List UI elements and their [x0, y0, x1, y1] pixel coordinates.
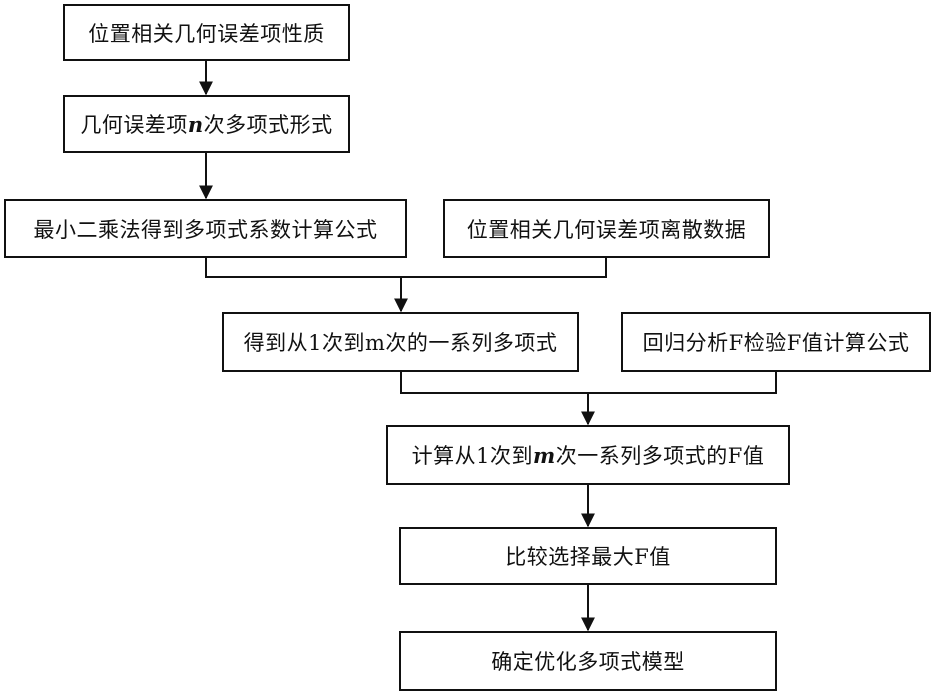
node-n2-label-var: n	[188, 112, 204, 137]
node-n2-label-post: 次多项式形式	[204, 113, 333, 137]
node-n7-label: 计算从1次到m次一系列多项式的F值	[412, 440, 765, 470]
edge-n5-n6-merge	[401, 371, 776, 393]
node-n8-label: 比较选择最大F值	[505, 541, 671, 571]
node-n6-label: 回归分析F检验F值计算公式	[643, 327, 910, 357]
node-n2-label-pre: 几何误差项	[80, 113, 188, 137]
node-n9: 确定优化多项式模型	[399, 631, 777, 691]
node-n7-label-var: m	[533, 443, 556, 468]
node-n6: 回归分析F检验F值计算公式	[621, 312, 931, 372]
edge-n3-n4-merge	[206, 257, 606, 277]
node-n4-label: 位置相关几何误差项离散数据	[467, 214, 747, 244]
node-n9-label: 确定优化多项式模型	[491, 646, 685, 676]
node-n2-label: 几何误差项n次多项式形式	[80, 109, 332, 139]
node-n4: 位置相关几何误差项离散数据	[443, 199, 770, 258]
node-n8: 比较选择最大F值	[399, 527, 777, 585]
node-n3: 最小二乘法得到多项式系数计算公式	[4, 199, 407, 258]
node-n3-label: 最小二乘法得到多项式系数计算公式	[34, 214, 378, 244]
node-n7-label-pre: 计算从1次到	[412, 444, 533, 468]
node-n2: 几何误差项n次多项式形式	[63, 95, 350, 153]
node-n7: 计算从1次到m次一系列多项式的F值	[386, 425, 790, 485]
node-n5-label: 得到从1次到m次的一系列多项式	[244, 327, 558, 357]
node-n5: 得到从1次到m次的一系列多项式	[222, 312, 579, 372]
node-n7-label-post: 次一系列多项式的F值	[556, 444, 765, 468]
node-n1-label: 位置相关几何误差项性质	[88, 18, 325, 48]
node-n1: 位置相关几何误差项性质	[63, 4, 350, 61]
